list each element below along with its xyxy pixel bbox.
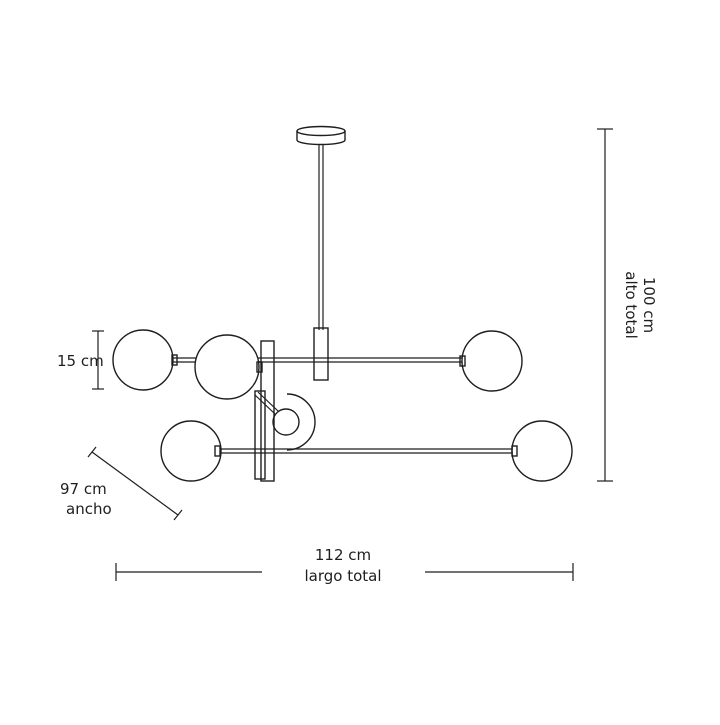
length-dimension: 112 cm largo total xyxy=(115,546,574,585)
globe-lower-left xyxy=(160,420,222,482)
width-text-label: ancho xyxy=(66,500,112,518)
suspension-rod xyxy=(318,145,324,330)
width-value-label: 97 cm xyxy=(60,480,107,498)
height-dimension: 100 cm alto total xyxy=(597,128,658,482)
globe-diameter-label: 15 cm xyxy=(57,352,104,370)
height-value-label: 100 cm xyxy=(640,277,658,333)
ceiling-canopy xyxy=(296,125,346,146)
globe-diameter-dimension: 15 cm xyxy=(57,330,104,390)
height-text-label: alto total xyxy=(622,271,640,339)
center-swivel-disc xyxy=(254,391,316,451)
globe-upper-right xyxy=(459,330,523,392)
length-value-label: 112 cm xyxy=(315,546,371,564)
globe-upper-left xyxy=(112,329,178,391)
lower-arm xyxy=(215,390,515,480)
length-text-label: largo total xyxy=(304,567,381,585)
globe-lower-right xyxy=(511,420,573,482)
width-dimension: 97 cm ancho xyxy=(60,446,183,521)
globe-upper-middle xyxy=(194,334,263,400)
